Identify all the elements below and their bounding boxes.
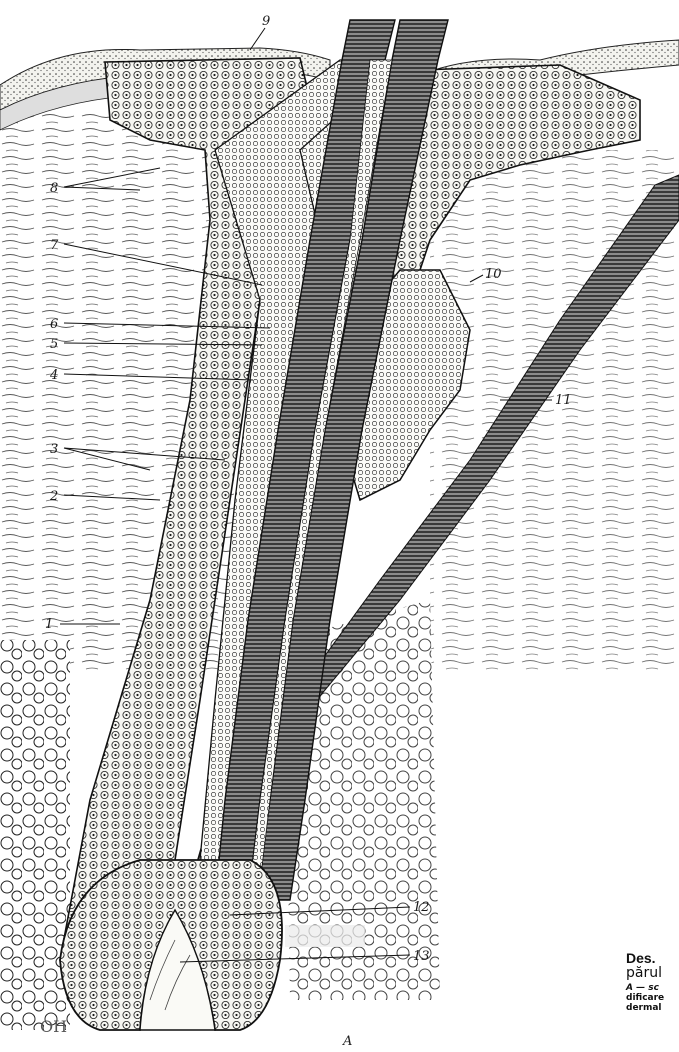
- label-8: 8: [50, 181, 58, 196]
- corner-mark: OH: [40, 1017, 67, 1036]
- hair-bulb: [60, 860, 282, 1030]
- caption-line-1: A — sc: [626, 983, 659, 993]
- label-10: 10: [485, 267, 502, 282]
- label-5: 5: [50, 337, 58, 352]
- label-3: 3: [50, 442, 58, 457]
- smudged-area: [285, 925, 365, 947]
- caption-line-3: dermal: [626, 1003, 662, 1013]
- caption-title: Des.: [626, 950, 656, 966]
- label-9: 9: [262, 14, 270, 29]
- label-7: 7: [50, 238, 59, 253]
- label-6: 6: [50, 317, 58, 332]
- label-12: 12: [413, 900, 430, 915]
- panel-letter: A: [342, 1034, 352, 1049]
- label-13: 13: [413, 949, 430, 964]
- label-4: 4: [49, 368, 58, 383]
- label-11: 11: [555, 393, 572, 408]
- label-2: 2: [49, 489, 58, 504]
- caption-line-2: dificare: [626, 993, 664, 1003]
- label-1: 1: [45, 617, 53, 632]
- caption-subtitle: părul: [626, 965, 662, 981]
